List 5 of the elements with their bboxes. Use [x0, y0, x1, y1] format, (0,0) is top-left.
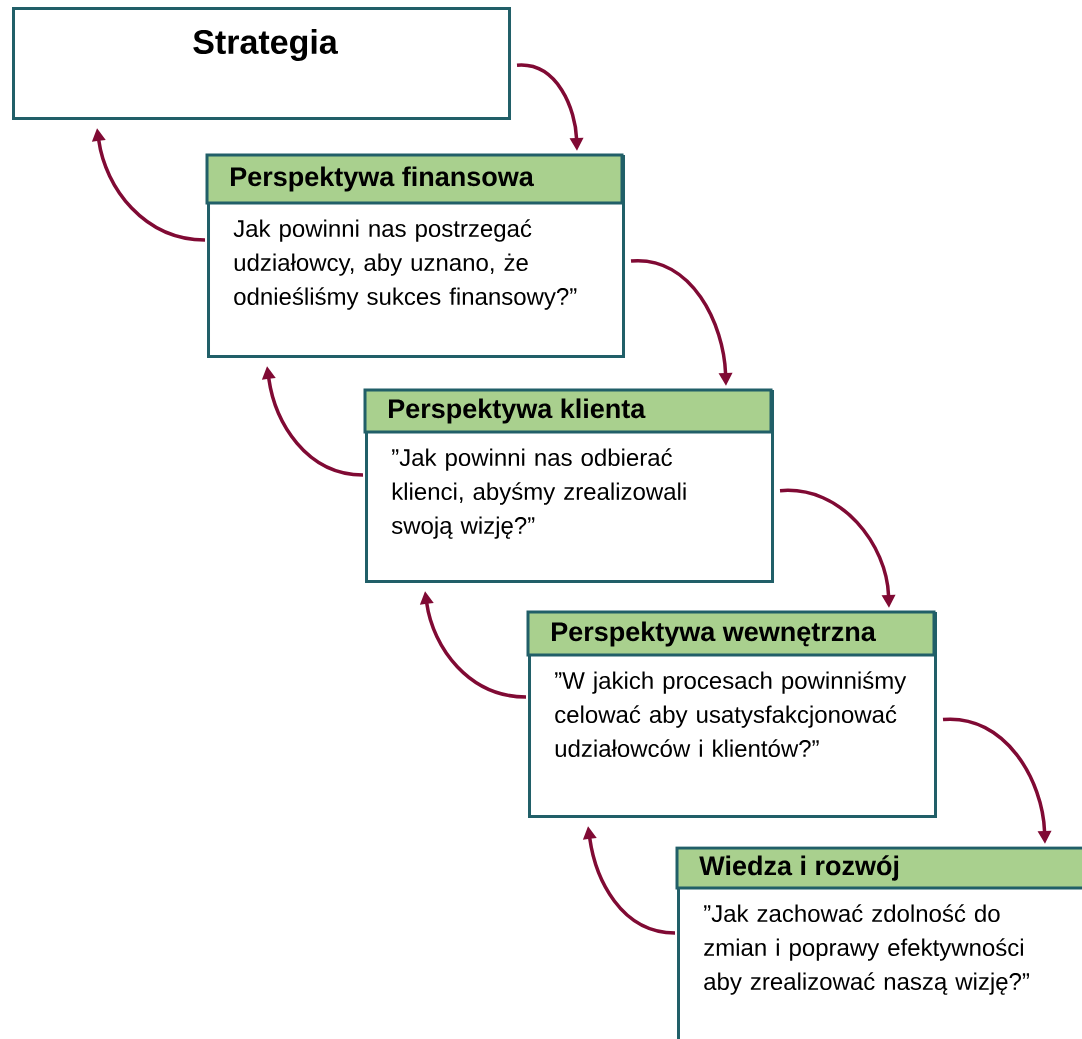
perspective-box: Wiedza i rozwój ”Jak zachować zdolność do zmian i poprawy efektywności aby zrealizować naszą wizję?” — [675, 846, 1082, 1039]
perspective-box: Perspektywa klienta ”Jak powinni nas odbierać klienci, abyśmy zrealizowali swoją wizję?” — [363, 388, 774, 583]
perspective-box: Perspektywa finansowa Jak powinni nas postrzegać udziałowcy, aby uznano, że odnieśliśmy sukces finansowy?” — [205, 153, 625, 358]
perspective-box: Perspektywa wewnętrzna ”W jakich procesach powinniśmy celować aby usatysfakcjonować udziałowców i klientów?” — [526, 610, 937, 818]
strategy-box: Strategia — [12, 7, 511, 120]
